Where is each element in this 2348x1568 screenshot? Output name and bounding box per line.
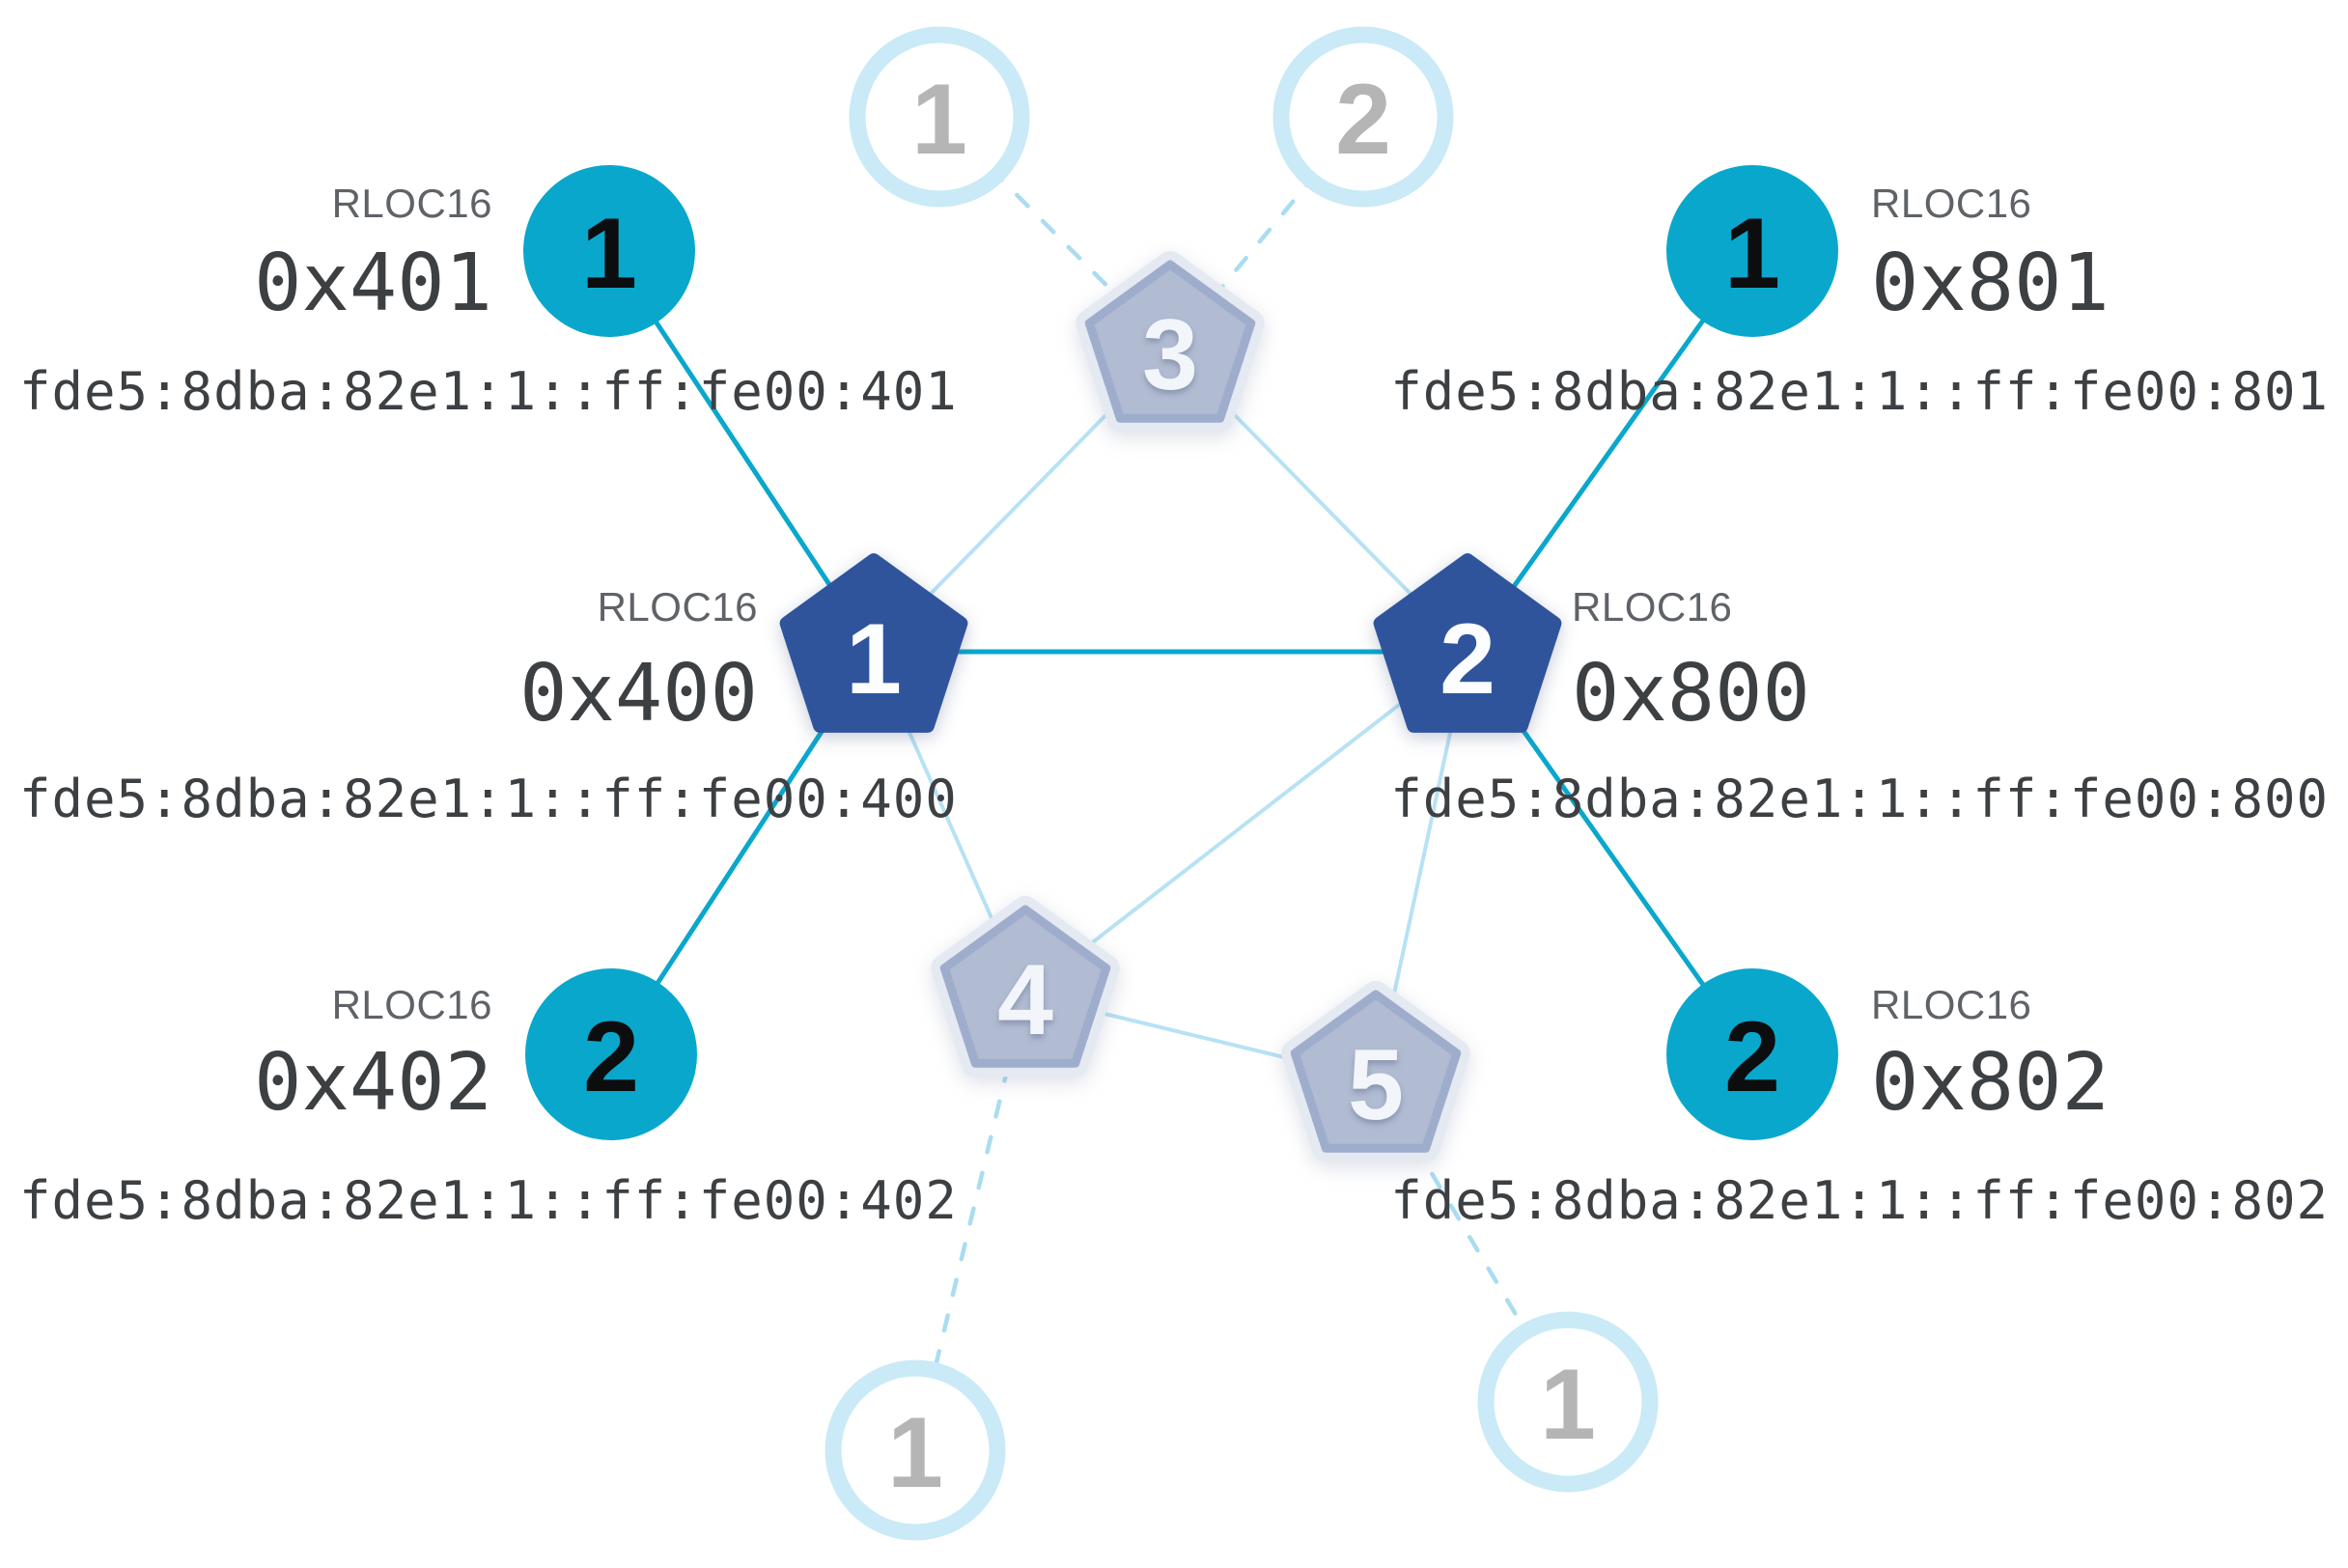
- inactive-child-number: 1: [887, 1397, 943, 1509]
- inactive-child-ring: [1272, 26, 1454, 208]
- inactive-child-bottom-left-node: 1: [825, 1359, 1006, 1541]
- inactive-child-top-right-node: 2: [1272, 26, 1454, 208]
- rloc16-value-child-402: 0x402: [254, 1037, 492, 1129]
- child-801-number: 1: [1724, 198, 1780, 310]
- ipv6-address-child-801: fde5:8dba:82e1:1::ff:fe00:801: [1390, 361, 2329, 422]
- router-5-number: 5: [1348, 1029, 1404, 1141]
- router-3-pentagon: [1084, 260, 1256, 423]
- router-3-node: 3: [1076, 251, 1265, 433]
- inactive-child-ring: [825, 1359, 1006, 1541]
- inactive-child-number: 1: [1540, 1349, 1596, 1461]
- ipv6-address-child-402: fde5:8dba:82e1:1::ff:fe00:402: [19, 1170, 958, 1231]
- router-4-pentagon: [939, 905, 1111, 1068]
- ipv6-address-child-401: fde5:8dba:82e1:1::ff:fe00:401: [19, 361, 958, 422]
- router-1-labels: RLOC16 0x400 fde5:8dba:82e1:1::ff:fe00:4…: [19, 584, 958, 829]
- inactive-child-ring: [849, 26, 1030, 208]
- inactive-child-number: 1: [911, 64, 967, 176]
- ipv6-address-router-1: fde5:8dba:82e1:1::ff:fe00:400: [19, 769, 958, 829]
- router-2-labels: RLOC16 0x800 fde5:8dba:82e1:1::ff:fe00:8…: [1390, 584, 2329, 829]
- router-1-number: 1: [846, 603, 902, 715]
- rloc16-caption-router-2: RLOC16: [1572, 584, 1732, 630]
- link-router2-router4: [1023, 650, 1469, 996]
- router-1-pentagon: [779, 553, 968, 733]
- child-401-number: 1: [581, 198, 637, 310]
- child-402-number: 2: [583, 1001, 639, 1113]
- child-802-node: 2: [1666, 968, 1838, 1140]
- rloc16-value-router-1: 0x400: [519, 648, 758, 740]
- router-5-pentagon: [1290, 990, 1462, 1153]
- router-4-number: 4: [997, 944, 1053, 1056]
- child-802-number: 2: [1724, 1001, 1780, 1113]
- inactive-child-bottom-right-node: 1: [1477, 1311, 1659, 1493]
- router-1-node: 1: [779, 553, 968, 733]
- router-2-pentagon: [1373, 553, 1562, 733]
- child-802-labels: RLOC16 0x802 fde5:8dba:82e1:1::ff:fe00:8…: [1390, 982, 2329, 1231]
- child-801-circle: [1666, 165, 1838, 337]
- rloc16-caption-child-801: RLOC16: [1871, 181, 2031, 226]
- child-801-node: 1: [1666, 165, 1838, 337]
- child-401-labels: RLOC16 0x401 fde5:8dba:82e1:1::ff:fe00:4…: [19, 181, 958, 422]
- child-802-circle: [1666, 968, 1838, 1140]
- rloc16-caption-child-802: RLOC16: [1871, 982, 2031, 1027]
- rloc16-value-child-801: 0x801: [1871, 238, 2110, 329]
- ipv6-address-child-802: fde5:8dba:82e1:1::ff:fe00:802: [1390, 1170, 2329, 1231]
- child-401-node: 1: [523, 165, 695, 337]
- rloc16-caption-child-402: RLOC16: [332, 982, 492, 1027]
- router-2-node: 2: [1373, 553, 1562, 733]
- router-2-number: 2: [1440, 603, 1495, 715]
- child-401-circle: [523, 165, 695, 337]
- rloc16-caption-child-401: RLOC16: [332, 181, 492, 226]
- inactive-child-ring: [1477, 1311, 1659, 1493]
- inactive-child-top-left-node: 1: [849, 26, 1030, 208]
- child-402-labels: RLOC16 0x402 fde5:8dba:82e1:1::ff:fe00:4…: [19, 982, 958, 1231]
- rloc16-value-child-802: 0x802: [1871, 1037, 2110, 1129]
- link-router5-inactive-child-bottom-right: [1373, 1077, 1571, 1405]
- child-402-circle: [525, 968, 697, 1140]
- rloc16-value-router-2: 0x800: [1572, 648, 1810, 740]
- ipv6-address-router-2: fde5:8dba:82e1:1::ff:fe00:800: [1390, 769, 2329, 829]
- router-4-node: 4: [931, 896, 1120, 1078]
- rloc16-caption-router-1: RLOC16: [598, 584, 758, 630]
- router-3-number: 3: [1142, 299, 1198, 411]
- router-5-node: 5: [1281, 981, 1470, 1162]
- child-801-labels: RLOC16 0x801 fde5:8dba:82e1:1::ff:fe00:8…: [1390, 181, 2329, 422]
- inactive-child-number: 2: [1335, 64, 1391, 176]
- rloc16-value-child-401: 0x401: [254, 238, 492, 329]
- child-402-node: 2: [525, 968, 697, 1140]
